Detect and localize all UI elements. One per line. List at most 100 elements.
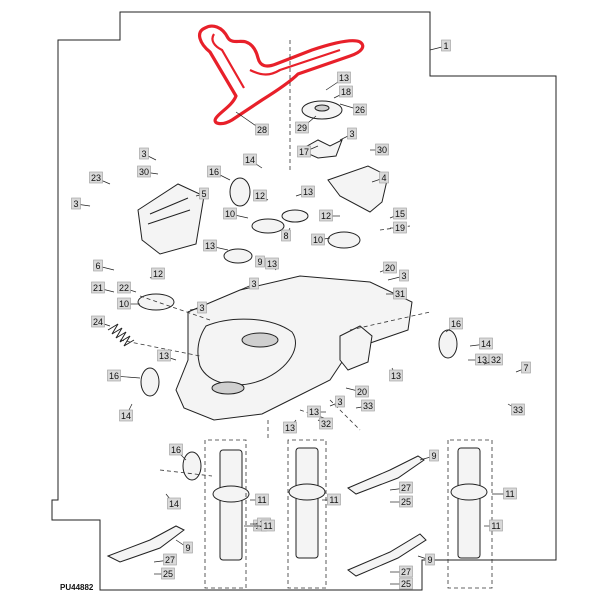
callout-7: 7 [523,363,528,373]
callout-13: 13 [267,259,277,269]
diagram-frame [51,11,557,591]
callout-20: 20 [357,387,367,397]
callout-3: 3 [337,397,342,407]
callout-box [475,353,489,366]
callout-27: 27 [401,483,411,493]
blade-center-lower [347,533,427,577]
callout-box [375,143,389,156]
callout-26: 26 [355,105,365,115]
callout-27: 27 [401,567,411,577]
callout-box [253,189,267,202]
callout-28: 28 [257,125,267,135]
callout-box [91,315,105,328]
blade-center-upper [347,455,425,495]
mower-deck-shell [175,275,413,421]
callout-box [163,553,177,566]
deck-chute-bracket [339,325,373,371]
callout-box [425,553,435,566]
callout-box [393,207,407,220]
callout-box [91,281,105,294]
callout-33: 33 [513,405,523,415]
callout-5: 5 [201,189,206,199]
callout-16: 16 [171,445,181,455]
callout-23: 23 [91,173,101,183]
callout-box [339,85,353,98]
callout-11: 11 [263,521,272,531]
callout-3: 3 [73,199,78,209]
callout-19: 19 [395,223,405,233]
callout-box [207,165,221,178]
callout-27: 27 [165,555,175,565]
callout-29: 29 [297,123,307,133]
callout-box [379,171,389,184]
callout-box [157,349,171,362]
callout-box [255,493,269,506]
pulley-10-right [327,231,361,249]
spindle-assembly-left [204,439,250,589]
callout-6: 6 [95,261,100,271]
callout-8: 8 [283,231,288,241]
callout-31: 31 [395,289,405,299]
callout-box [265,257,279,270]
callout-box [337,71,351,84]
callout-box [383,261,397,274]
callout-32: 32 [321,419,331,429]
callout-box [389,369,403,382]
callout-box [307,405,321,418]
callout-box [489,353,503,366]
callout-10: 10 [225,209,235,219]
callout-box [399,577,413,590]
callout-box [441,39,451,52]
callout-25: 25 [401,579,411,589]
callout-box [311,233,325,246]
callout-11: 11 [257,495,266,505]
callout-box [223,207,237,220]
callout-13: 13 [391,371,401,381]
callout-13: 13 [303,187,313,197]
drive-belt [197,24,365,126]
callout-box [399,495,413,508]
callout-box [197,301,207,314]
callout-30: 30 [139,167,149,177]
deck-spindle-opening-left [211,381,245,395]
callout-14: 14 [121,411,131,421]
callout-3: 3 [251,279,256,289]
idler-pulley-hub [314,104,330,112]
callout-box [89,171,103,184]
callout-box [521,361,531,374]
callout-20: 20 [385,263,395,273]
callout-9: 9 [427,555,432,565]
callout-box [347,127,357,140]
callout-32: 32 [491,355,501,365]
callout-33: 33 [363,401,373,411]
callout-box [361,399,375,412]
callout-24: 24 [93,317,103,327]
callout-box [167,497,181,510]
callout-3: 3 [349,129,354,139]
callout-box [161,567,175,580]
spindle-assembly-right [447,439,493,589]
callout-13: 13 [205,241,215,251]
callout-box [117,297,131,310]
pulley-left-idler [223,248,253,264]
callout-3: 3 [401,271,406,281]
callout-box [119,409,133,422]
callout-box [319,417,333,430]
callout-13: 13 [309,407,319,417]
callout-box [139,147,149,160]
callout-box [295,121,309,134]
callout-9: 9 [257,257,262,267]
callout-1: 1 [443,41,448,51]
callout-11: 11 [505,489,514,499]
callout-box [107,369,121,382]
callout-box [117,281,131,294]
callout-12: 12 [255,191,265,201]
callout-box [255,255,265,268]
callout-4: 4 [381,173,386,183]
gauge-wheel-right [438,329,458,359]
spindle-assembly-center [287,439,327,589]
callout-box [297,145,311,158]
callout-box [353,103,367,116]
